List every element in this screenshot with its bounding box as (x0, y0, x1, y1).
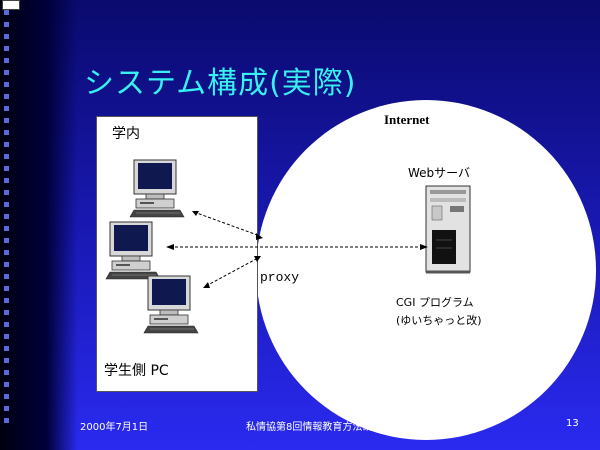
internet-label: Internet (384, 112, 430, 127)
footer-organization: 私情協第8回情報教育方法研究会 (246, 422, 393, 433)
arrow-pc1-proxy (193, 211, 261, 237)
slide-title: システム構成(実際) (84, 66, 357, 101)
page-number: 13 (566, 418, 579, 429)
proxy-label: proxy (260, 270, 300, 285)
arrow-heads (166, 211, 428, 288)
tower-server-icon (425, 185, 471, 274)
desktop-pc-icon (129, 159, 185, 218)
connection-arrows (170, 211, 424, 287)
campus-label: 学内 (112, 126, 140, 142)
arrow-pc3-proxy (205, 257, 259, 287)
left-decorative-bar (0, 0, 78, 450)
program-name-label: (ゆいちゃっと改) (396, 314, 482, 327)
desktop-pc-icon (105, 221, 161, 280)
web-server-label: Webサーバ (408, 166, 471, 180)
decorative-squares (4, 10, 14, 430)
corner-logo (2, 0, 20, 10)
desktop-pc-icon (143, 275, 199, 334)
student-pc-label: 学生側 PC (104, 363, 169, 379)
cgi-program-label: CGI プログラム (396, 296, 474, 309)
footer-date: 2000年7月1日 (80, 422, 149, 433)
